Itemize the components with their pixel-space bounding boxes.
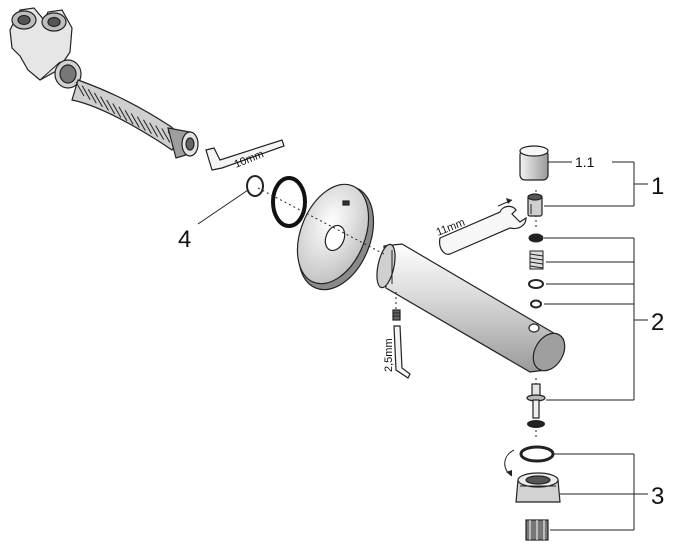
- valve-insert: [527, 193, 543, 217]
- hose-rib: [87, 89, 97, 104]
- valve-cap: [519, 145, 549, 181]
- hose-rib: [136, 116, 146, 131]
- callout-leaders: [197, 161, 648, 531]
- large-o-ring: [271, 176, 307, 228]
- callout-3: 3: [651, 483, 664, 510]
- callout-2: 2: [651, 309, 664, 336]
- hose-rib: [149, 122, 159, 137]
- valve-spindle: [526, 383, 546, 428]
- grub-screw: [392, 309, 401, 321]
- clip-ring: [528, 233, 544, 243]
- seal-ring: [530, 299, 542, 309]
- callout-4: 4: [178, 226, 191, 253]
- wrench-11mm: 11mm: [435, 198, 527, 255]
- spindle-seal: [527, 420, 545, 428]
- hose-rib: [161, 128, 171, 143]
- aerator-assembly: [504, 445, 561, 541]
- small-o-ring: [246, 175, 264, 197]
- hose-rib: [106, 99, 116, 115]
- wall-elbow-fitting: [9, 7, 82, 89]
- allen-key-10mm: 10mm: [205, 139, 285, 171]
- hose-rib: [155, 125, 165, 140]
- hose-rib: [93, 92, 103, 108]
- aerator-insert: [525, 519, 549, 541]
- callout-1: 1: [651, 173, 664, 200]
- hose-rib: [100, 96, 109, 111]
- spring: [529, 250, 544, 270]
- wall-rose: [296, 183, 375, 291]
- hose-rib: [112, 103, 122, 118]
- hose-rib: [81, 85, 91, 100]
- hose-rib: [75, 81, 85, 97]
- hose-rib: [143, 119, 152, 134]
- hose-rib: [124, 109, 134, 125]
- hose-rib: [130, 113, 140, 128]
- flexible-hose: [71, 79, 199, 159]
- aerator-body: [515, 472, 561, 503]
- callout-1-1: 1.1: [575, 154, 595, 170]
- spout-body: [376, 243, 566, 373]
- washer: [528, 279, 544, 289]
- aerator-o-ring: [519, 445, 555, 463]
- hose-rib: [118, 106, 128, 122]
- tool-label-2-5mm: 2,5mm: [383, 338, 395, 372]
- valve-parts-stack: [526, 233, 546, 428]
- allen-key-2-5mm: 2,5mm: [383, 325, 411, 379]
